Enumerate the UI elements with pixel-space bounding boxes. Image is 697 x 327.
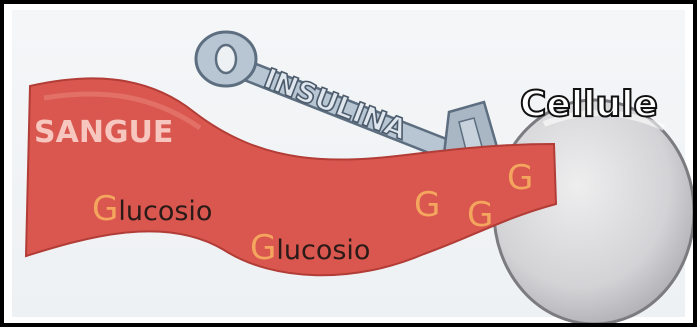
glucose-1-rest: lucosio <box>118 196 212 227</box>
cell-label: Cellule <box>520 84 658 125</box>
glucose-1-initial: G <box>92 189 118 229</box>
blood-label: SANGUE <box>34 115 173 150</box>
insulin-diagram: INSULINA SANGUE Glucosio Glucosio G G G … <box>4 4 693 323</box>
glucose-2-rest: lucosio <box>276 235 370 266</box>
glucose-2-initial: G <box>250 228 276 268</box>
glucose-g-1: G <box>414 185 440 225</box>
glucose-g-2: G <box>467 195 493 235</box>
glucose-g-3: G <box>507 158 533 198</box>
